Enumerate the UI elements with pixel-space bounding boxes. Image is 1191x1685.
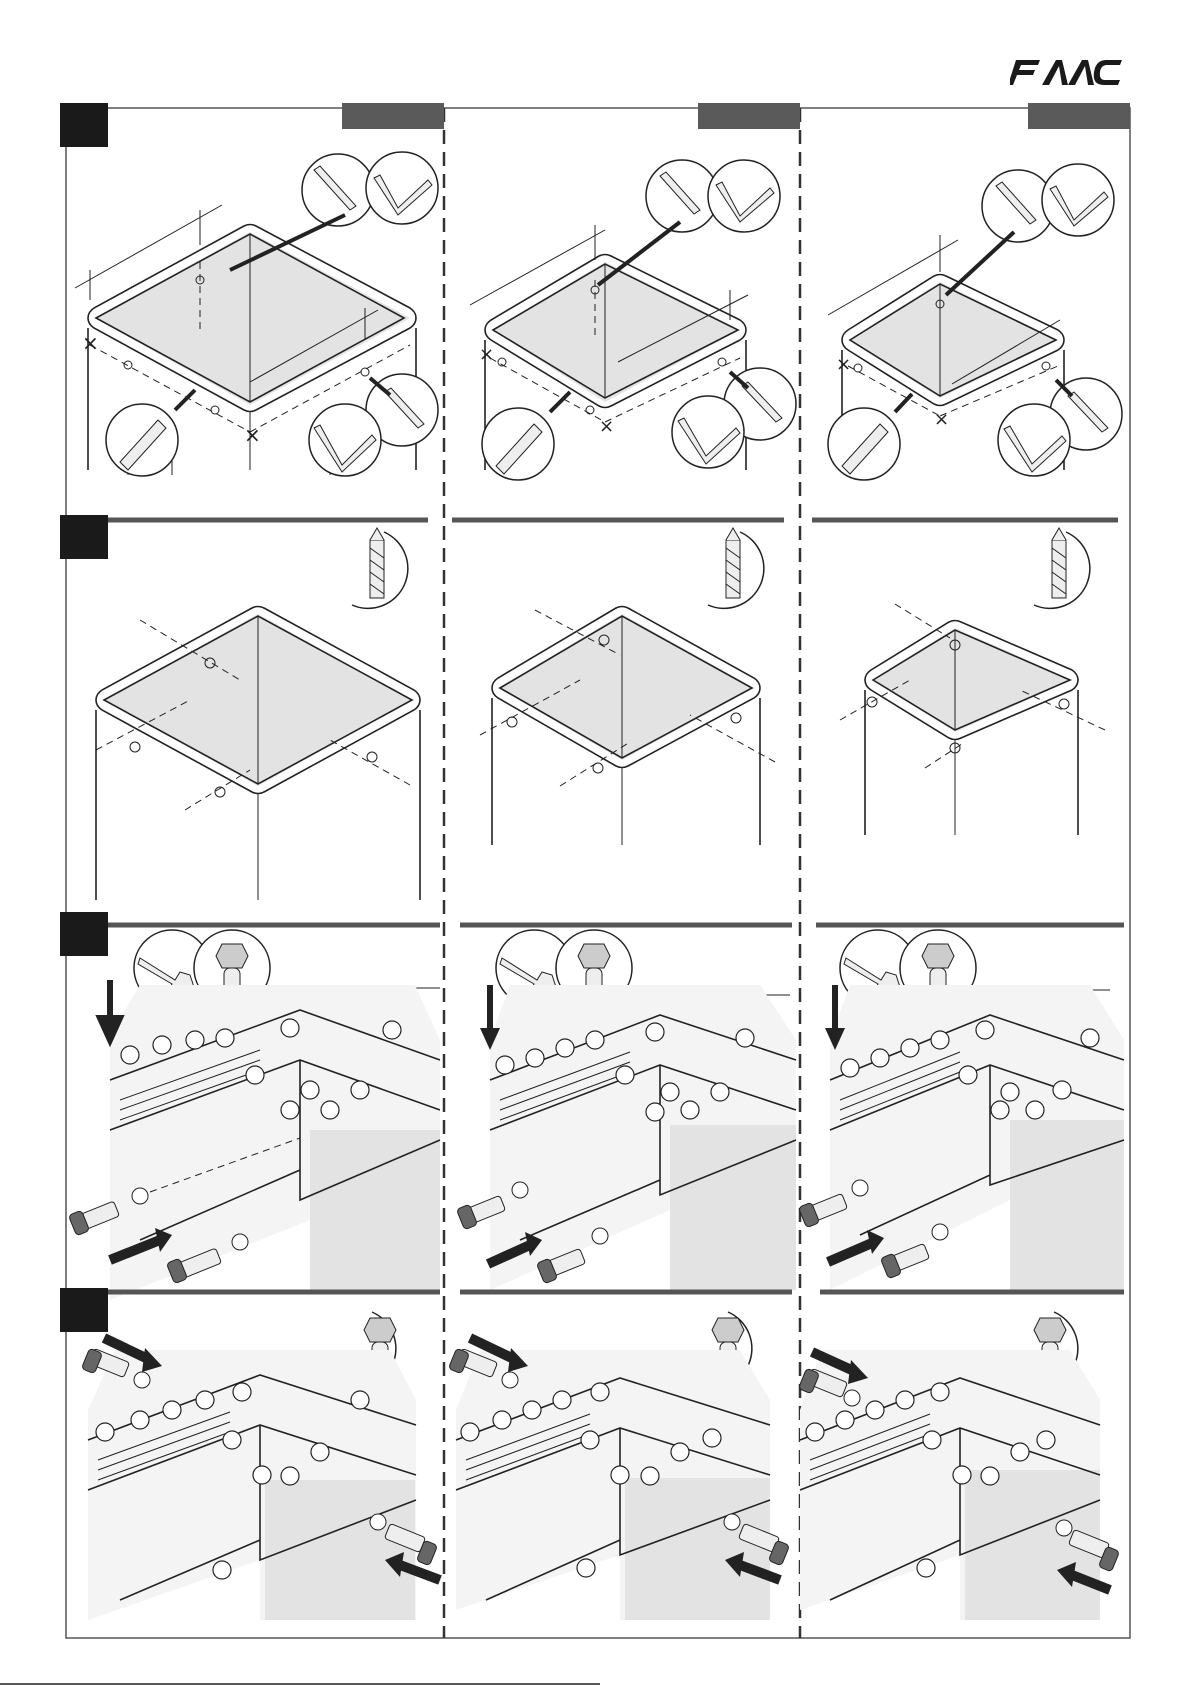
post-drilling-medium <box>480 607 775 846</box>
drill-bit-icon <box>1034 528 1090 608</box>
assembly-bolting-c <box>798 930 1124 1290</box>
assembly-bolting-b <box>456 930 796 1290</box>
square-icon <box>366 152 438 224</box>
step-1-tab-a <box>342 103 444 129</box>
step-2-box <box>60 515 108 559</box>
step-4-box <box>60 1288 108 1332</box>
square-icon <box>708 160 780 232</box>
square-icon <box>672 396 744 468</box>
post-drilling-large <box>96 607 420 901</box>
marker-icon <box>482 392 570 480</box>
pencil-icon <box>598 160 718 285</box>
square-icon <box>309 404 381 476</box>
marker-icon <box>106 390 195 476</box>
assembly-tightening-b <box>448 1312 789 1620</box>
assembly-tightening-c <box>798 1312 1119 1620</box>
drill-bit-icon <box>352 528 408 608</box>
svg-text:×: × <box>599 416 614 437</box>
step-1-tab-c <box>1028 103 1130 129</box>
step-1-box <box>60 103 108 147</box>
pencil-icon <box>946 170 1054 295</box>
marker-icon <box>828 394 912 480</box>
step-1-tab-b <box>698 103 800 129</box>
svg-text:×: × <box>82 331 99 355</box>
assembly-bolting-a <box>68 930 440 1300</box>
svg-text:×: × <box>836 354 851 375</box>
assembly-tightening-a <box>81 1312 440 1620</box>
svg-text:×: × <box>479 344 494 365</box>
drill-bit-icon <box>708 528 764 608</box>
step-3-box <box>60 912 108 956</box>
post-drilling-small <box>840 604 1105 835</box>
square-icon <box>998 404 1070 476</box>
square-icon <box>1042 164 1114 236</box>
svg-text:×: × <box>934 409 949 430</box>
svg-text:×: × <box>244 423 261 447</box>
